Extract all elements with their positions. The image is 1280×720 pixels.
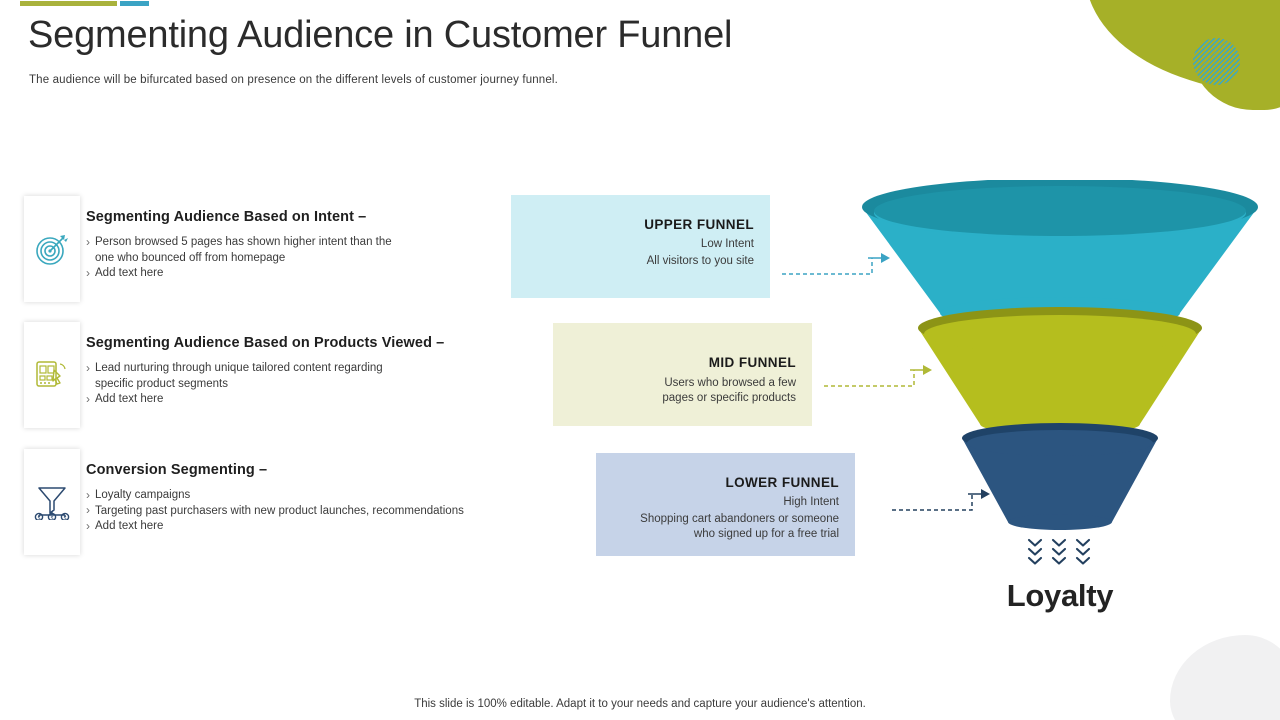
footer-note: This slide is 100% editable. Adapt it to…	[414, 698, 866, 710]
segment-bullets: Loyalty campaigns Targeting past purchas…	[86, 488, 464, 535]
accent-rule-olive	[20, 1, 117, 6]
segment-heading: Segmenting Audience Based on Intent –	[86, 209, 367, 225]
segment-card-products-viewed	[24, 322, 80, 428]
connector-arrow-lower	[892, 489, 990, 511]
segment-card-conversion: $ $ $	[24, 449, 80, 555]
svg-text:$: $	[51, 516, 54, 520]
svg-text:$: $	[64, 516, 67, 520]
list-item: Person browsed 5 pages has shown higher …	[86, 234, 392, 266]
page-subtitle: The audience will be bifurcated based on…	[29, 74, 558, 86]
callout-upper-funnel[interactable]: UPPER FUNNEL Low Intent All visitors to …	[511, 195, 770, 298]
customer-funnel-graphic	[862, 180, 1258, 530]
callout-description: All visitors to you site	[646, 255, 754, 267]
list-item: Add text here	[86, 519, 464, 535]
callout-description: Users who browsed a few pages or specifi…	[662, 377, 796, 404]
list-item: Lead nurturing through unique tailored c…	[86, 360, 444, 392]
callout-lower-funnel[interactable]: LOWER FUNNEL High Intent Shopping cart a…	[596, 453, 855, 556]
segment-bullets: Lead nurturing through unique tailored c…	[86, 360, 444, 408]
hatched-circle-decoration	[1193, 38, 1240, 85]
segment-body-products-viewed: Segmenting Audience Based on Products Vi…	[86, 335, 444, 408]
accent-rule-teal	[120, 1, 149, 6]
list-item: Add text here	[86, 392, 444, 408]
segment-heading: Conversion Segmenting –	[86, 462, 268, 478]
chevron-stack-icon	[1027, 538, 1091, 565]
segment-heading: Segmenting Audience Based on Products Vi…	[86, 335, 445, 351]
list-item: Loyalty campaigns	[86, 488, 464, 504]
callout-subtitle: Low Intent	[700, 238, 754, 250]
target-icon	[24, 196, 80, 302]
list-item: Targeting past purchasers with new produ…	[86, 503, 464, 520]
callout-mid-funnel[interactable]: MID FUNNEL Users who browsed a few pages…	[553, 323, 812, 426]
conversion-funnel-money-icon: $ $ $	[24, 449, 80, 555]
callout-title: MID FUNNEL	[708, 355, 796, 370]
callout-subtitle: High Intent	[783, 496, 839, 508]
segment-body-conversion: Conversion Segmenting – Loyalty campaign…	[86, 462, 464, 535]
product-browsing-icon	[24, 322, 80, 428]
segment-bullets: Person browsed 5 pages has shown higher …	[86, 234, 392, 282]
callout-title: LOWER FUNNEL	[725, 475, 839, 490]
callout-title: UPPER FUNNEL	[644, 217, 754, 232]
segment-card-intent	[24, 196, 80, 302]
connector-arrow-upper	[782, 253, 890, 275]
page-title: Segmenting Audience in Customer Funnel	[28, 14, 733, 56]
segment-body-intent: Segmenting Audience Based on Intent – Pe…	[86, 209, 392, 282]
svg-text:$: $	[38, 516, 41, 520]
connector-arrow-mid	[824, 365, 932, 387]
list-item: Add text here	[86, 266, 392, 282]
loyalty-label: Loyalty	[1006, 578, 1114, 613]
callout-description: Shopping cart abandoners or someone who …	[640, 513, 839, 540]
